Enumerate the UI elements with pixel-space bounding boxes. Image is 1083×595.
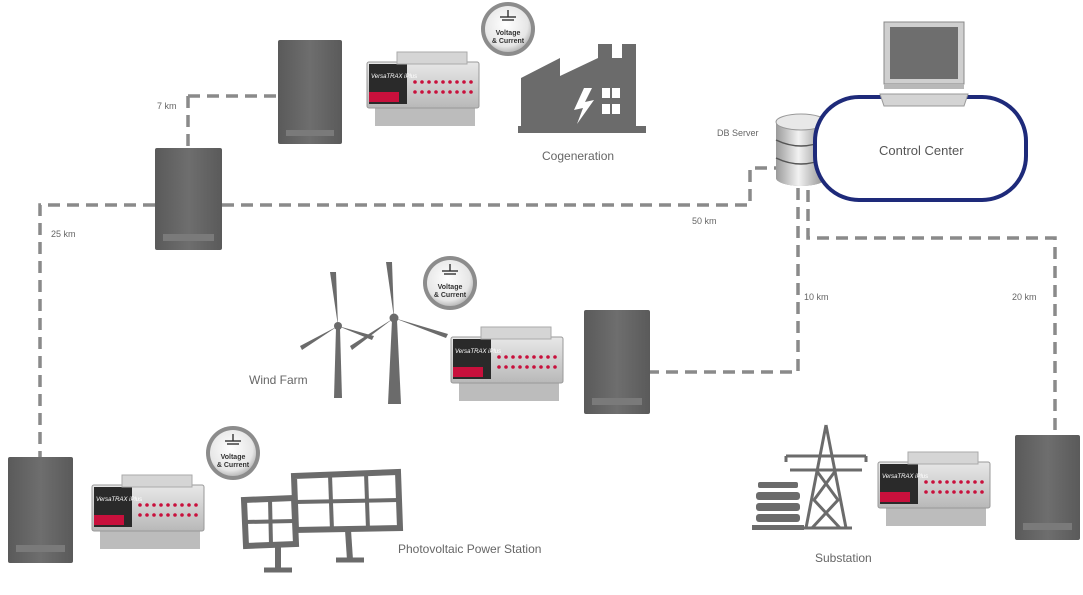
label-cogeneration: Cogeneration	[542, 149, 615, 163]
monitor-device-cogeneration	[366, 51, 480, 126]
link-20km	[806, 190, 1057, 435]
monitor-device-wind	[450, 326, 564, 401]
device-brand-substation: VersaTRAX iPlus	[882, 474, 929, 480]
transformer-icon	[752, 482, 804, 530]
label-wind-farm: Wind Farm	[249, 373, 308, 387]
transmission-tower-icon	[784, 424, 868, 530]
links	[38, 94, 1057, 457]
label-distance-10km: 10 km	[804, 292, 829, 302]
ground-icon	[225, 434, 241, 445]
badge-text-wind: Voltage & Current	[428, 284, 472, 300]
label-photovoltaic: Photovoltaic Power Station	[398, 542, 542, 556]
cabinet-substation	[1015, 435, 1080, 540]
cabinet-cogeneration	[278, 40, 342, 144]
device-brand-cogeneration: VersaTRAX iPlus	[371, 74, 418, 80]
solar-panel-icon	[240, 468, 404, 573]
device-brand-wind: VersaTRAX iPlus	[455, 349, 502, 355]
voltage-current-badge-photovoltaic	[206, 426, 260, 480]
device-brand-photovoltaic: VersaTRAX iPlus	[96, 497, 143, 503]
ground-icon	[500, 10, 516, 21]
cabinet-junction	[155, 148, 222, 250]
badge-text-cogeneration: Voltage & Current	[486, 30, 530, 46]
monitor-device-photovoltaic	[91, 474, 205, 549]
badge-line-current: & Current	[491, 38, 525, 45]
label-db-server: DB Server	[717, 128, 759, 138]
badge-line-current: & Current	[216, 462, 250, 469]
badge-line-current: & Current	[433, 292, 467, 299]
label-distance-25km: 25 km	[51, 229, 76, 239]
link-25km	[38, 203, 155, 457]
monitor-device-substation	[877, 451, 991, 526]
link-50km	[222, 166, 776, 207]
label-control-center: Control Center	[879, 143, 964, 158]
badge-line-voltage: Voltage	[437, 284, 463, 291]
label-distance-50km: 50 km	[692, 216, 717, 226]
cabinet-wind	[584, 310, 650, 414]
label-distance-7km: 7 km	[157, 101, 177, 111]
badge-line-voltage: Voltage	[495, 30, 521, 37]
voltage-current-badge-cogeneration	[481, 2, 535, 56]
badge-line-voltage: Voltage	[220, 454, 246, 461]
wind-turbine-icon	[350, 262, 448, 404]
link-7km	[186, 94, 278, 148]
computer-monitor-icon	[879, 21, 969, 107]
badge-text-photovoltaic: Voltage & Current	[211, 454, 255, 470]
label-substation: Substation	[815, 551, 872, 565]
link-10km	[650, 188, 800, 374]
ground-icon	[442, 264, 458, 275]
factory-icon	[518, 44, 646, 133]
voltage-current-badge-wind	[423, 256, 477, 310]
cabinet-photovoltaic	[8, 457, 73, 563]
label-distance-20km: 20 km	[1012, 292, 1037, 302]
wind-turbine-icon	[300, 272, 374, 398]
